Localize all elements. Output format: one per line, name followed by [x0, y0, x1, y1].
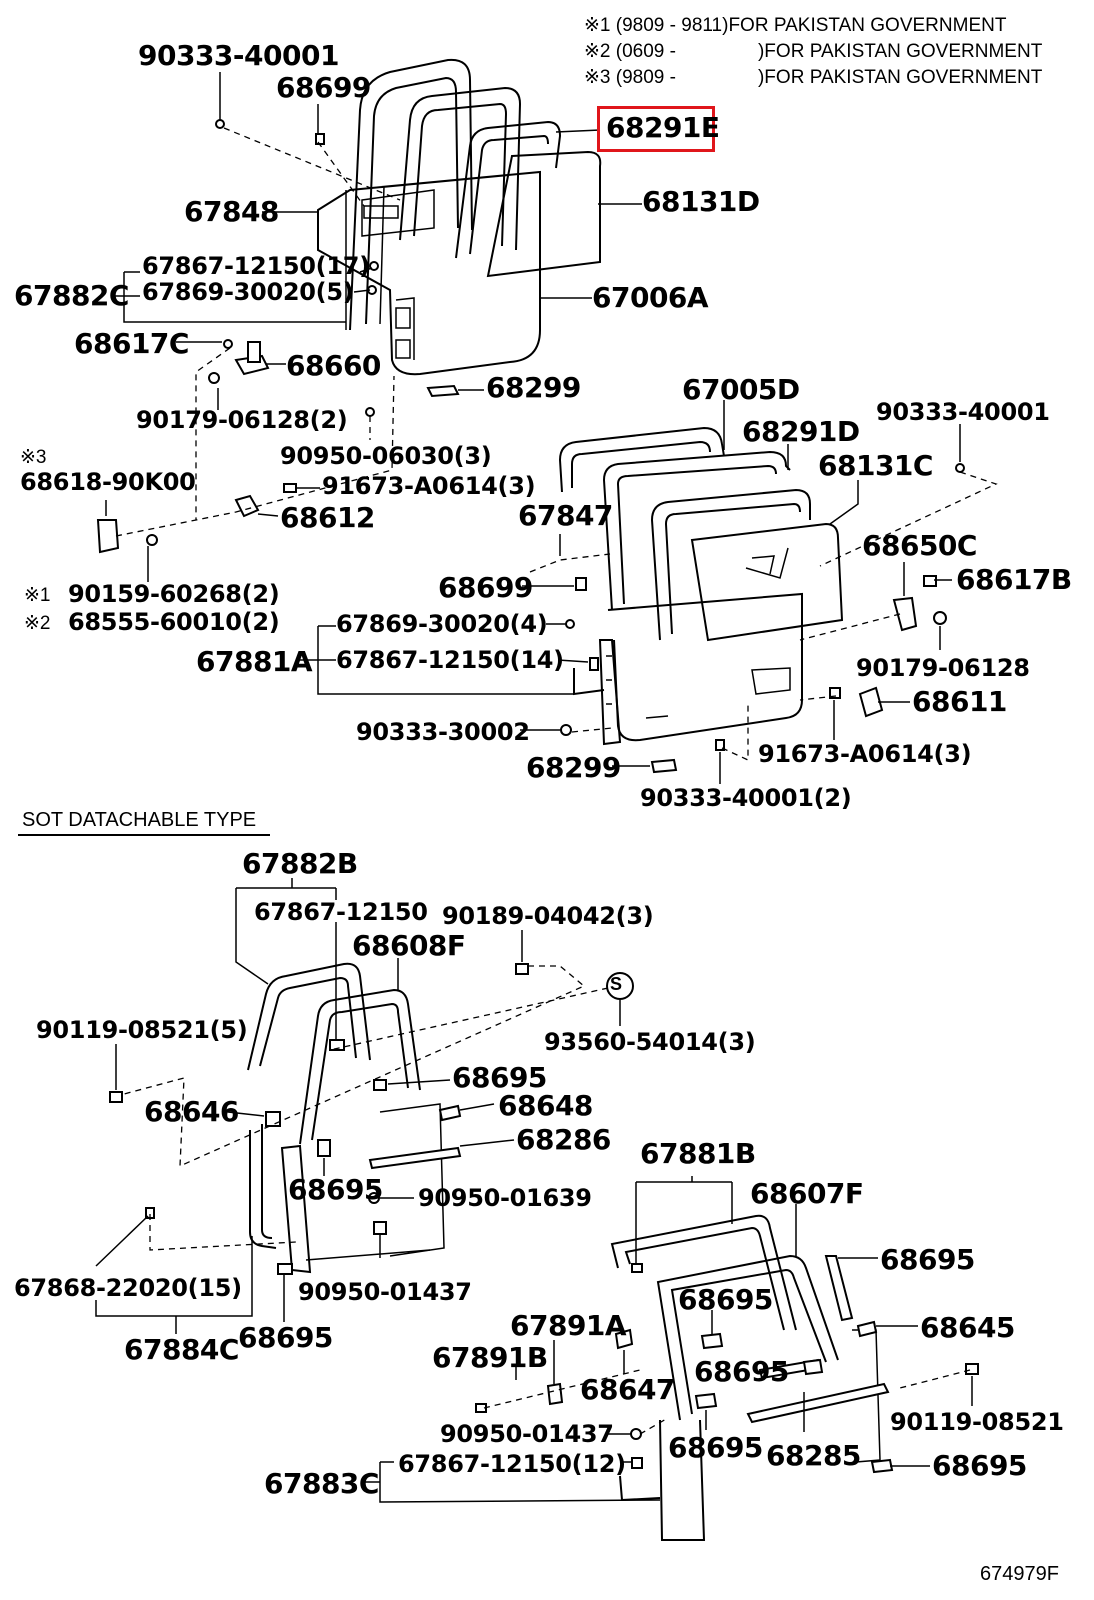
callout-p14-mark: ※3 [20, 447, 47, 468]
callout-p05[interactable]: 67867-12150(17) [142, 252, 370, 280]
callout-p06[interactable]: 67882C [14, 279, 129, 312]
note-1-range: (9809 - 9811) [615, 15, 729, 36]
callout-highlighted-part[interactable]: 68291E [606, 111, 720, 144]
note-2-range: (0609 - [615, 41, 676, 62]
callout-p13[interactable]: 90950-06030(3) [280, 442, 492, 470]
section-title: SOT DATACHABLE TYPE [22, 809, 257, 831]
callout-p20[interactable]: 68291D [742, 415, 860, 448]
callout-p30[interactable]: 90179-06128 [856, 654, 1030, 682]
callout-p09[interactable]: 68617C [74, 327, 189, 360]
callout-p16[interactable]: 68612 [280, 501, 375, 534]
callout-p56[interactable]: 68645 [920, 1311, 1015, 1344]
callout-p01[interactable]: 90333-40001 [138, 39, 339, 72]
callout-p10[interactable]: 68660 [286, 349, 381, 382]
callout-p42[interactable]: 68695 [452, 1061, 547, 1094]
note-1-text: FOR PAKISTAN GOVERNMENT [728, 15, 1007, 36]
callout-p18[interactable]: 68555-60010(2) [68, 608, 280, 636]
callout-p48[interactable]: 67868-22020(15) [14, 1274, 242, 1302]
highlight-box [597, 106, 715, 152]
callout-p55[interactable]: 68695 [678, 1283, 773, 1316]
callout-p21[interactable]: 90333-40001 [876, 398, 1050, 426]
note-1: ※1 (9809 - 9811)FOR PAKISTAN GOVERNMENT [584, 16, 1006, 35]
callout-p32[interactable]: 90333-30002 [356, 718, 530, 746]
callout-p65[interactable]: 67867-12150(12) [398, 1450, 626, 1478]
rear-left-assembly [95, 878, 634, 1334]
callout-p25[interactable]: 68699 [438, 571, 533, 604]
note-3-mark: ※3 [584, 67, 611, 88]
sliding-door-assembly [298, 400, 998, 784]
section-underline [18, 834, 270, 836]
callout-p52[interactable]: 67881B [640, 1137, 756, 1170]
callout-p57[interactable]: 67891A [510, 1309, 627, 1342]
note-1-mark: ※1 [584, 15, 611, 36]
callout-p38[interactable]: 90189-04042(3) [442, 902, 654, 930]
callout-p35[interactable]: 90333-40001(2) [640, 784, 852, 812]
callout-p07[interactable]: 67869-30020(5) [142, 278, 354, 306]
callout-p54[interactable]: 68695 [880, 1243, 975, 1276]
callout-p63[interactable]: 68695 [668, 1431, 763, 1464]
callout-p28[interactable]: 67881A [196, 645, 313, 678]
callout-p19[interactable]: 67005D [682, 373, 800, 406]
callout-p49[interactable]: 90950-01437 [298, 1278, 472, 1306]
front-door-assembly [96, 58, 642, 582]
callout-p26[interactable]: 68617B [956, 563, 1072, 596]
callout-p43[interactable]: 68648 [498, 1089, 593, 1122]
callout-p29[interactable]: 67867-12150(14) [336, 646, 564, 674]
callout-p22[interactable]: 68131C [818, 449, 933, 482]
rear-right-assembly [364, 1176, 979, 1541]
callout-p45[interactable]: 68286 [516, 1123, 611, 1156]
callout-p23[interactable]: 67847 [518, 499, 613, 532]
callout-p50[interactable]: 67884C [124, 1333, 239, 1366]
callout-p58[interactable]: 67891B [432, 1341, 548, 1374]
note-3-text: )FOR PAKISTAN GOVERNMENT [757, 67, 1043, 88]
callout-p47[interactable]: 90950-01639 [418, 1184, 592, 1212]
callout-p15[interactable]: 91673-A0614(3) [322, 472, 536, 500]
callout-p18-mark: ※2 [24, 613, 51, 634]
callout-p31[interactable]: 68611 [912, 685, 1007, 718]
callout-p53[interactable]: 68607F [750, 1177, 864, 1210]
callout-p66[interactable]: 67883C [264, 1467, 379, 1500]
callout-p41-mark: S [610, 974, 623, 994]
callout-p17-mark: ※1 [24, 585, 51, 606]
note-2: ※2 (0609 - )FOR PAKISTAN GOVERNMENT [584, 42, 1042, 61]
callout-p46[interactable]: 68695 [288, 1173, 383, 1206]
callout-p03[interactable]: 67848 [184, 195, 279, 228]
note-2-text: )FOR PAKISTAN GOVERNMENT [757, 41, 1043, 62]
callout-p61[interactable]: 90119-08521 [890, 1408, 1064, 1436]
callout-p39[interactable]: 68608F [352, 929, 466, 962]
callout-p02[interactable]: 68699 [276, 71, 371, 104]
note-3-range: (9809 - [615, 67, 676, 88]
callout-p40[interactable]: 90119-08521(5) [36, 1016, 248, 1044]
figure-reference: 674979F [980, 1563, 1059, 1585]
callout-p59[interactable]: 68647 [580, 1373, 675, 1406]
callout-p60[interactable]: 68695 [694, 1355, 789, 1388]
callout-p62[interactable]: 90950-01437 [440, 1420, 614, 1448]
callout-p64[interactable]: 68285 [766, 1439, 861, 1472]
callout-p34[interactable]: 68299 [526, 751, 621, 784]
callout-p12[interactable]: 90179-06128(2) [136, 406, 348, 434]
note-3: ※3 (9809 - )FOR PAKISTAN GOVERNMENT [584, 68, 1042, 87]
callout-p36[interactable]: 67882B [242, 847, 358, 880]
callout-p33[interactable]: 91673-A0614(3) [758, 740, 972, 768]
callout-p37[interactable]: 67867-12150 [254, 898, 428, 926]
callout-p17[interactable]: 90159-60268(2) [68, 580, 280, 608]
callout-p41[interactable]: 93560-54014(3) [544, 1028, 756, 1056]
callout-p24[interactable]: 68650C [862, 529, 977, 562]
callout-p67[interactable]: 68695 [932, 1449, 1027, 1482]
callout-p27[interactable]: 67869-30020(4) [336, 610, 548, 638]
callout-p51[interactable]: 68695 [238, 1321, 333, 1354]
callout-p04[interactable]: 68131D [642, 185, 760, 218]
callout-p11[interactable]: 68299 [486, 371, 581, 404]
callout-p44[interactable]: 68646 [144, 1095, 239, 1128]
note-2-mark: ※2 [584, 41, 611, 62]
callout-p08[interactable]: 67006A [592, 281, 709, 314]
callout-p14[interactable]: 68618-90K00 [20, 468, 196, 496]
